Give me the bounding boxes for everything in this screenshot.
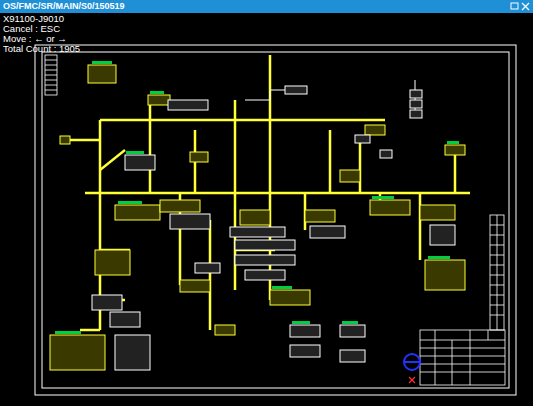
ruler-marks (45, 55, 504, 330)
connector-white (92, 86, 455, 370)
thin-wires (245, 80, 415, 110)
status-text: Total Count : 1905 (3, 44, 80, 54)
close-button (522, 3, 529, 10)
harness-wires (60, 55, 470, 330)
logo-circle (404, 354, 420, 370)
window-button (511, 3, 518, 9)
sheet-frame (35, 45, 516, 395)
status-text: X91100-J9010 (3, 14, 64, 24)
connector-tags (55, 61, 459, 334)
window-title: OS/FMC/SR/MAIN/S0/150519 (3, 0, 125, 12)
connector-yellow (50, 65, 465, 370)
inner-frame (42, 52, 509, 388)
title-bar (0, 0, 533, 13)
logo-mark (405, 361, 419, 363)
title-block (420, 330, 505, 385)
status-text: Move : ← or → (3, 34, 67, 44)
brand-mark (409, 377, 415, 383)
status-text: Cancel : ESC (3, 24, 60, 34)
